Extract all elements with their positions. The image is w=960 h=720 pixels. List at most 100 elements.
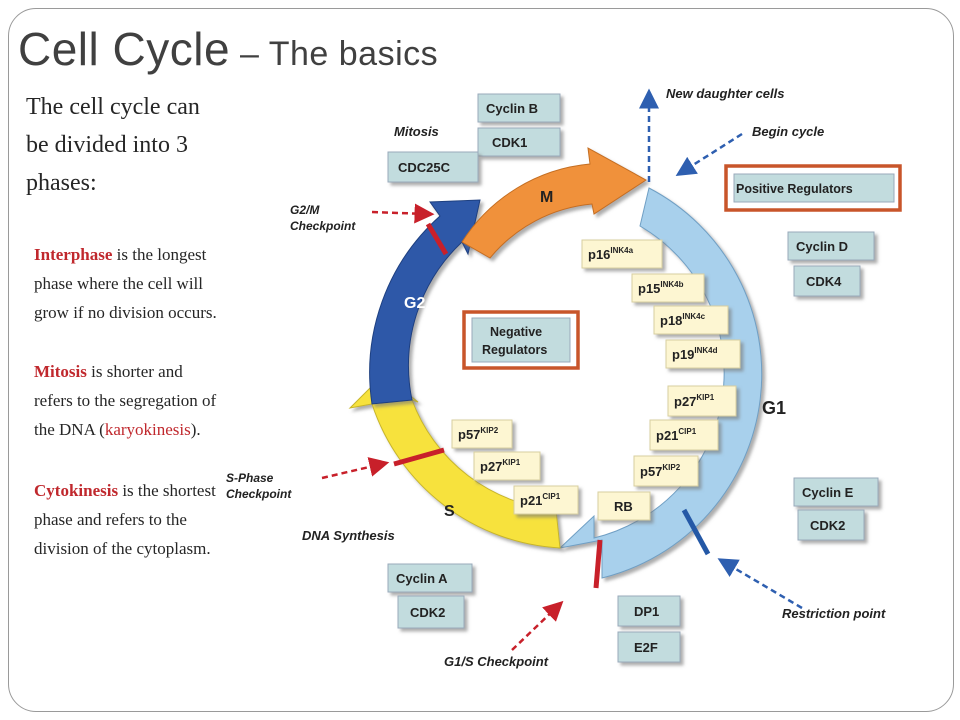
cdk4-label: CDK4 [806,274,842,289]
p57-g1-base: p57 [640,464,662,479]
cytokinesis-paragraph: Cytokinesis is the shortest phase and re… [34,476,224,563]
p16-box: p16INK4a [581,239,663,269]
s-phase-label-line1: S-Phase [226,471,274,485]
cytokinesis-term: Cytokinesis [34,481,119,500]
m-arc [461,147,647,259]
rb-label: RB [614,499,633,514]
mitosis-label: Mitosis [394,124,439,139]
p15-sup: INK4b [660,280,683,289]
interphase-paragraph: Interphase is the longest phase where th… [34,240,224,327]
positive-regulators-label: Positive Regulators [736,182,853,196]
p57-g1-box: p57KIP2 [633,455,699,487]
phase-m-label: M [540,189,553,206]
cdk1-box: CDK1 [477,127,561,157]
cdk2-e-label: CDK2 [810,518,845,533]
svg-text:p18INK4c: p18INK4c [660,312,706,328]
cdk1-label: CDK1 [492,135,527,150]
s-phase-checkpoint-arrow [321,457,390,480]
p16-sup: INK4a [610,246,633,255]
phase-g2-label: G2 [404,295,425,312]
g1s-checkpoint-arrow [511,600,564,651]
s-phase-label-line2: Checkpoint [226,487,292,501]
cdk4-box: CDK4 [793,265,861,297]
cdk2-e-box: CDK2 [797,509,865,541]
svg-text:p16INK4a: p16INK4a [588,246,634,262]
cyclin-a-label: Cyclin A [396,571,448,586]
p21-g1-sup: CIP1 [678,427,696,436]
mitosis-paragraph: Mitosis is shorter and refers to the seg… [34,357,224,444]
cyclin-d-label: Cyclin D [796,239,848,254]
p57-s-sup: KIP2 [480,426,498,435]
g1s-checkpoint-label: G1/S Checkpoint [444,654,549,669]
new-daughter-cells-label: New daughter cells [666,86,784,101]
p27-s-base: p27 [480,459,502,474]
p16-base: p16 [588,247,610,262]
svg-text:p27KIP1: p27KIP1 [480,458,521,474]
mitosis-text-end: ). [190,420,201,439]
s-phase-checkpoint-mark [393,447,445,467]
svg-text:p21CIP1: p21CIP1 [656,427,697,443]
svg-text:p15INK4b: p15INK4b [638,280,684,296]
g2m-label-line1: G2/M [290,203,320,217]
phase-g1-label: G1 [762,398,786,418]
svg-text:p19INK4d: p19INK4d [672,346,718,362]
begin-cycle-label: Begin cycle [752,124,824,139]
svg-text:p21CIP1: p21CIP1 [520,492,561,508]
cdk2-a-label: CDK2 [410,605,445,620]
negative-regulators-callout: Negative Regulators [462,310,580,370]
p57-g1-sup: KIP2 [662,463,680,472]
g2m-checkpoint-arrow [371,203,435,224]
e2f-box: E2F [617,631,681,663]
title-main: Cell Cycle [18,23,231,75]
p18-base: p18 [660,313,682,328]
dp1-label: DP1 [634,604,659,619]
svg-text:p57KIP2: p57KIP2 [458,426,499,442]
p21-g1-base: p21 [656,428,678,443]
g2m-checkpoint-mark [425,222,449,256]
cycle-ring [348,147,763,579]
karyokinesis-term: karyokinesis [104,420,191,439]
restriction-point-arrow [717,558,803,610]
p15-base: p15 [638,281,660,296]
svg-text:p57KIP2: p57KIP2 [640,463,681,479]
p27-g1-base: p27 [674,394,696,409]
p27-s-box: p27KIP1 [473,451,541,481]
intro-text: The cell cycle can be divided into 3 pha… [26,94,200,196]
cell-cycle-diagram: M G2 S G1 Mitosis G2/M Checkpoint S-Phas… [226,86,902,669]
s-arc [348,373,561,549]
p21-g1-box: p21CIP1 [649,419,719,451]
p21-s-box: p21CIP1 [513,485,579,515]
p19-sup: INK4d [694,346,717,355]
dp1-box: DP1 [617,595,681,627]
svg-text:p27KIP1: p27KIP1 [674,393,715,409]
p18-box: p18INK4c [653,305,729,335]
p21-s-sup: CIP1 [542,492,560,501]
p57-s-box: p57KIP2 [451,419,513,449]
interphase-term: Interphase [34,245,113,264]
title-sub: – The basics [230,35,439,73]
rb-box: RB [597,491,651,521]
restriction-point-mark [681,508,711,556]
p19-base: p19 [672,347,694,362]
positive-regulators-callout: Positive Regulators [724,164,902,212]
cyclin-b-label: Cyclin B [486,101,538,116]
e2f-label: E2F [634,640,658,655]
p27-s-sup: KIP1 [502,458,520,467]
mitosis-term: Mitosis [34,362,87,381]
dna-synthesis-label: DNA Synthesis [302,528,395,543]
p21-s-base: p21 [520,493,542,508]
g1s-checkpoint-mark [593,539,603,589]
interphase-text: is the longest phase where the cell will… [34,245,217,322]
p27-g1-box: p27KIP1 [667,385,737,417]
cdc25c-label: CDC25C [398,160,451,175]
cyclin-d-box: Cyclin D [787,231,875,261]
cyclin-e-box: Cyclin E [793,477,879,507]
cyclin-e-label: Cyclin E [802,485,854,500]
g2m-label-line2: Checkpoint [290,219,356,233]
negative-regulators-label-1: Negative [490,325,542,339]
cdk2-a-box: CDK2 [397,595,465,629]
phase-s-label: S [444,503,455,520]
p19-box: p19INK4d [665,339,741,369]
cytokinesis-text: is the shortest phase and refers to the … [34,481,216,558]
negative-regulators-label-2: Regulators [482,343,547,357]
